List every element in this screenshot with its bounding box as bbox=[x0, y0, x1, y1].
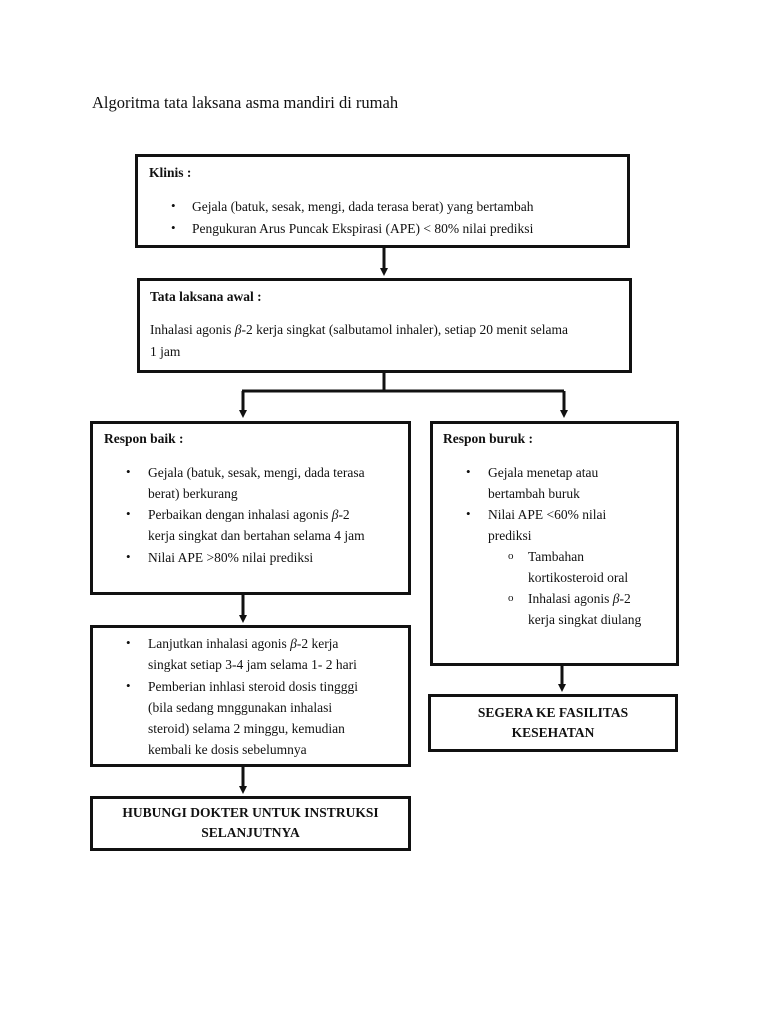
segera-box: SEGERA KE FASILITAS KESEHATAN bbox=[428, 694, 678, 752]
beta-symbol: β bbox=[290, 636, 297, 651]
tata-laksana-box: Tata laksana awal : Inhalasi agonis β-2 … bbox=[137, 278, 632, 373]
respon-baik-item-1-line1: Gejala (batuk, sesak, mengi, dada terasa bbox=[148, 465, 365, 480]
hubungi-dokter-line1: HUBUNGI DOKTER UNTUK INSTRUKSI bbox=[122, 805, 379, 820]
klinis-item-1: Gejala (batuk, sesak, mengi, dada terasa… bbox=[192, 199, 534, 214]
bullet-icon: • bbox=[466, 506, 471, 521]
lanjutan-item-2-line4: kembali ke dosis sebelumnya bbox=[148, 742, 307, 757]
lanjutan-item-1-line1: Lanjutkan inhalasi agonis β-2 kerja bbox=[148, 636, 339, 651]
bullet-icon: • bbox=[126, 549, 131, 564]
lanjutan-item-2-line3: steroid) selama 2 minggu, kemudian bbox=[148, 721, 345, 736]
bullet-icon: • bbox=[126, 678, 131, 693]
beta-symbol: β bbox=[331, 507, 339, 522]
respon-baik-box: Respon baik : • Gejala (batuk, sesak, me… bbox=[90, 421, 411, 595]
segera-line1: SEGERA KE FASILITAS bbox=[477, 705, 629, 720]
klinis-box: Klinis : • Gejala (batuk, sesak, mengi, … bbox=[135, 154, 630, 248]
bullet-icon: • bbox=[126, 464, 131, 479]
bullet-icon: • bbox=[126, 635, 131, 650]
beta-symbol: β bbox=[612, 591, 620, 606]
respon-baik-item-2-line2: kerja singkat dan bertahan selama 4 jam bbox=[148, 528, 365, 543]
klinis-title: Klinis : bbox=[149, 165, 192, 180]
bullet-icon: • bbox=[126, 506, 131, 521]
respon-buruk-item-1-line2: bertambah buruk bbox=[488, 486, 580, 501]
respon-baik-item-1-line2: berat) berkurang bbox=[148, 486, 238, 501]
respon-buruk-item-1-line1: Gejala menetap atau bbox=[488, 465, 599, 480]
tata-laksana-title: Tata laksana awal : bbox=[150, 289, 262, 304]
hubungi-dokter-box: HUBUNGI DOKTER UNTUK INSTRUKSI SELANJUTN… bbox=[90, 796, 411, 851]
respon-buruk-sub-1-line2: kortikosteroid oral bbox=[528, 570, 629, 585]
lanjutan-item-1-line2: singkat setiap 3-4 jam selama 1- 2 hari bbox=[148, 657, 357, 672]
tata-laksana-text-line1: Inhalasi agonis β-2 kerja singkat (salbu… bbox=[150, 322, 568, 337]
respon-buruk-item-2-line1: Nilai APE <60% nilai bbox=[488, 507, 607, 522]
klinis-item-2: Pengukuran Arus Puncak Ekspirasi (APE) <… bbox=[192, 221, 534, 236]
segera-line2: KESEHATAN bbox=[511, 725, 595, 740]
respon-buruk-title: Respon buruk : bbox=[443, 431, 534, 446]
respon-buruk-item-2-line2: prediksi bbox=[488, 528, 532, 543]
bullet-icon: • bbox=[171, 220, 176, 235]
respon-baik-item-3: Nilai APE >80% nilai prediksi bbox=[148, 550, 314, 565]
respon-buruk-sub-1-line1: Tambahan bbox=[528, 549, 585, 564]
tata-laksana-text-line2: 1 jam bbox=[150, 344, 181, 359]
lanjutan-box: • Lanjutkan inhalasi agonis β-2 kerja si… bbox=[90, 625, 411, 767]
respon-baik-item-2-line1: Perbaikan dengan inhalasi agonis β-2 bbox=[148, 507, 350, 522]
lanjutan-item-2-line2: (bila sedang mnggunakan inhalasi bbox=[148, 700, 333, 715]
respon-buruk-sub-2-line2: kerja singkat diulang bbox=[528, 612, 642, 627]
respon-buruk-box: Respon buruk : • Gejala menetap atau ber… bbox=[430, 421, 679, 666]
hubungi-dokter-line2: SELANJUTNYA bbox=[201, 825, 300, 840]
bullet-icon: • bbox=[466, 464, 471, 479]
page-title: Algoritma tata laksana asma mandiri di r… bbox=[92, 93, 399, 112]
lanjutan-item-2-line1: Pemberian inhlasi steroid dosis tingggi bbox=[148, 679, 358, 694]
sub-bullet-icon: o bbox=[508, 550, 514, 562]
beta-symbol: β bbox=[234, 322, 242, 337]
bullet-icon: • bbox=[171, 198, 176, 213]
respon-buruk-sub-2-line1: Inhalasi agonis β-2 bbox=[528, 591, 631, 606]
respon-baik-title: Respon baik : bbox=[104, 431, 184, 446]
sub-bullet-icon: o bbox=[508, 592, 514, 604]
